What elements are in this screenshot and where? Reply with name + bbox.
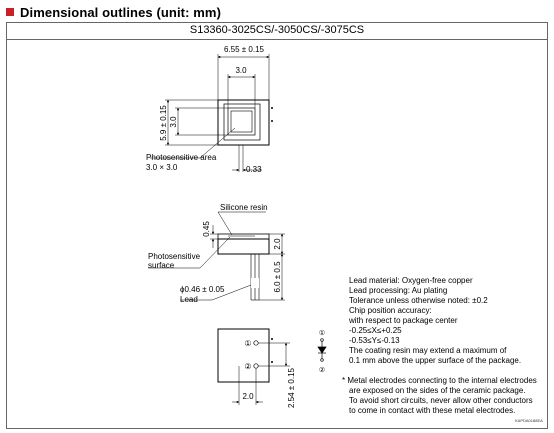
lead-pitch-dim: 0.33 (246, 165, 262, 174)
drawing-frame (6, 22, 548, 429)
photosensitive-area-size: 3.0 × 3.0 (146, 163, 178, 172)
spec-notes: Lead material: Oxygen-free copper Lead p… (349, 276, 521, 366)
pin1-label: ① (244, 339, 251, 348)
section-header: Dimensional outlines (unit: mm) (6, 4, 221, 20)
drawing-code: KAPDA0188EA (515, 418, 543, 423)
side-view (148, 211, 285, 301)
note-line: -0.53≤Y≤-0.13 (349, 336, 400, 345)
diode-schematic (317, 338, 327, 362)
schematic-pin2: ② (319, 366, 325, 374)
silicone-resin-label: Silicone resin (220, 203, 268, 212)
note-star-line: are exposed on the sides of the ceramic … (349, 386, 526, 395)
note-line: -0.25≤X≤+0.25 (349, 326, 402, 335)
lead-label: Lead (180, 295, 198, 304)
lead-diameter-dim: ϕ0.46 ± 0.05 (180, 285, 225, 294)
top-height-dim: 5.9 ± 0.15 (159, 105, 168, 141)
note-star-line: To avoid short circuits, never allow oth… (349, 396, 533, 405)
note-line: Lead processing: Au plating (349, 286, 448, 295)
electrode-notes: * Metal electrodes connecting to the int… (342, 376, 537, 416)
top-view (150, 54, 273, 172)
section-title: Dimensional outlines (unit: mm) (20, 4, 221, 20)
pin2-label: ② (244, 362, 251, 371)
header-marker-icon (6, 8, 14, 16)
photosensitive-surface-label-2: surface (148, 261, 175, 270)
top-inner-height-dim: 3.0 (169, 116, 178, 128)
pin-spacing-dim: 2.54 ± 0.15 (287, 367, 296, 408)
note-star-line: * Metal electrodes connecting to the int… (342, 376, 537, 385)
bottom-view (217, 328, 290, 405)
pin-pitch-dim: 2.0 (242, 392, 254, 401)
model-label: S13360-3025CS/-3050CS/-3075CS (6, 22, 548, 40)
note-line: Lead material: Oxygen-free copper (349, 276, 473, 285)
note-line: 0.1 mm above the upper surface of the pa… (349, 356, 522, 365)
top-width-dim: 6.55 ± 0.15 (224, 45, 265, 54)
schematic-pin1: ① (319, 329, 325, 337)
note-line: The coating resin may extend a maximum o… (349, 346, 507, 355)
note-line: Chip position accuracy: (349, 306, 432, 315)
package-thickness-dim: 2.0 (273, 238, 282, 250)
resin-thickness-dim: 0.45 (202, 221, 211, 237)
note-star-line: to come in contact with these metal elec… (349, 406, 516, 415)
note-line: Tolerance unless otherwise noted: ±0.2 (349, 296, 488, 305)
top-inner-width-dim: 3.0 (235, 66, 247, 75)
note-line: with respect to package center (349, 316, 458, 325)
photosensitive-area-label: Photosensitive area (146, 153, 217, 162)
photosensitive-surface-label-1: Photosensitive (148, 252, 201, 261)
lead-length-dim: 6.0 ± 0.5 (273, 261, 282, 293)
